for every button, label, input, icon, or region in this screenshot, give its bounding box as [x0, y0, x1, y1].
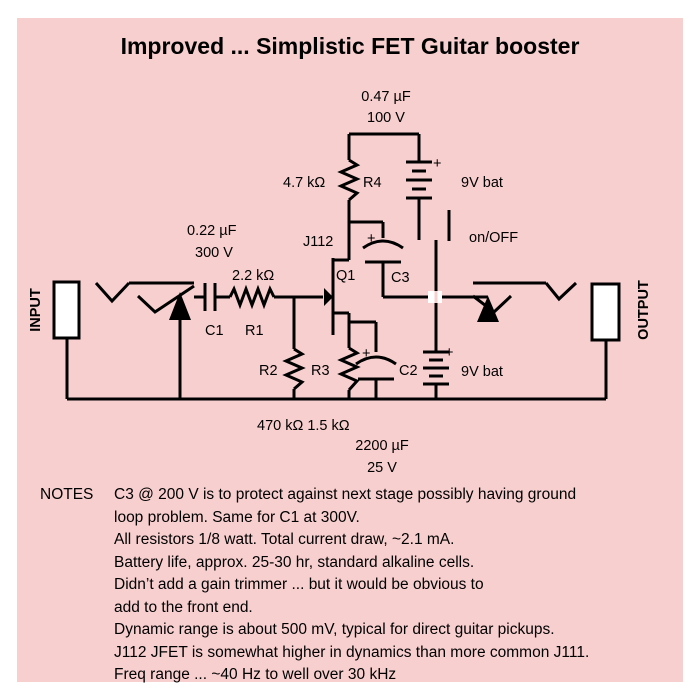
- input-jack-arrow-icon: [169, 292, 191, 320]
- battery-top-plus-label: +: [433, 156, 441, 172]
- c3-label: C3: [391, 270, 410, 286]
- wires: [65, 132, 608, 401]
- battery-bottom: [423, 350, 449, 386]
- notes-line: Didn’t add a gain trimmer ... but it wou…: [114, 576, 484, 593]
- r2-r3-values-label: 470 kΩ 1.5 kΩ: [257, 418, 350, 434]
- c2-voltage-label: 25 V: [367, 460, 397, 476]
- r4-value-label: 4.7 kΩ: [283, 175, 325, 191]
- notes-line: C3 @ 200 V is to protect against next st…: [114, 486, 577, 503]
- resistor-r2: [282, 347, 306, 391]
- switch-label: on/OFF: [469, 230, 518, 246]
- jfet-q1: [324, 288, 333, 306]
- c2-value-label: 2200 µF: [355, 438, 409, 454]
- c1-voltage-label: 300 V: [195, 245, 233, 261]
- resistor-r4: [337, 158, 361, 202]
- resistor-r3: [337, 346, 361, 391]
- gate-arrow-icon: [324, 288, 333, 306]
- input-jack: [52, 280, 195, 340]
- output-label: OUTPUT: [636, 280, 652, 340]
- cap-top-value-label: 0.47 µF: [361, 89, 411, 105]
- cap-top-voltage-label: 100 V: [367, 110, 405, 126]
- r4-name-label: R4: [363, 175, 382, 191]
- output-jack: [472, 281, 621, 342]
- battery-top: [406, 160, 432, 200]
- notes-body: C3 @ 200 V is to protect against next st…: [114, 484, 694, 687]
- notes-line: All resistors 1/8 watt. Total current dr…: [114, 531, 455, 548]
- notes-header: NOTES: [40, 486, 94, 503]
- input-label: INPUT: [28, 288, 44, 332]
- schematic-labels: 0.47 µF 100 V 4.7 kΩ R4 + 9V bat 0.22 µF…: [28, 89, 652, 476]
- c2-plus-label: +: [362, 346, 370, 362]
- c3-plus-label: +: [367, 231, 375, 247]
- j112-label: J112: [303, 234, 333, 250]
- capacitor-c1: [194, 283, 217, 311]
- q1-label: Q1: [336, 268, 355, 284]
- notes-line: add to the front end.: [114, 598, 253, 616]
- battery-bottom-label: 9V bat: [461, 364, 503, 380]
- notes-line: loop problem. Same for C1 at 300V.: [114, 508, 360, 526]
- notes-line: Dynamic range is about 500 mV, typical f…: [114, 621, 555, 638]
- capacitor-c3: [362, 239, 404, 264]
- c1-value-label: 0.22 µF: [187, 223, 237, 239]
- r3-label: R3: [311, 363, 330, 379]
- capacitor-c2: [355, 355, 397, 381]
- battery-bottom-plus-label: +: [445, 345, 453, 361]
- page-title: Improved ... Simplistic FET Guitar boost…: [120, 33, 580, 59]
- notes-line: J112 JFET is somewhat higher in dynamics…: [114, 643, 590, 661]
- r2-label: R2: [259, 363, 278, 379]
- c2-label: C2: [399, 363, 418, 379]
- output-jack-arrow-icon: [477, 296, 499, 322]
- notes-line: Freq range ... ~40 Hz to well over 30 kH…: [114, 666, 397, 683]
- r1-value-label: 2.2 kΩ: [232, 268, 274, 284]
- r1-label: R1: [245, 323, 264, 339]
- c1-label: C1: [205, 323, 224, 339]
- notes-line: Battery life, approx. 25-30 hr, standard…: [114, 553, 475, 571]
- resistor-r1: [228, 284, 276, 310]
- battery-top-label: 9V bat: [461, 175, 503, 191]
